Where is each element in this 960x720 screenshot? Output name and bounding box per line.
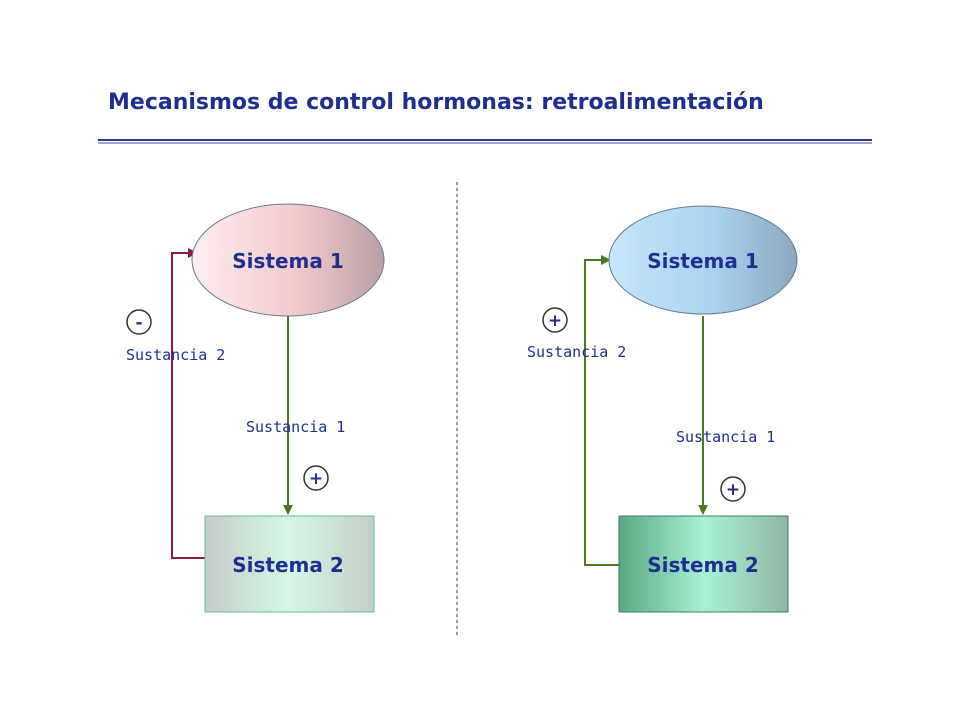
left-feedback-sign-circle	[126, 309, 152, 335]
right-panel: Sistema 1 Sistema 2 Sustancia 1 Sustanci…	[527, 205, 798, 613]
left-system1-label: Sistema 1	[232, 249, 344, 273]
right-substance1-label: Sustancia 1	[676, 428, 775, 446]
right-system2-node	[618, 515, 789, 613]
left-system1-node	[191, 203, 385, 317]
left-system2-label: Sistema 2	[232, 553, 344, 577]
right-feedback-sign: +	[548, 311, 562, 331]
right-system1-node	[608, 205, 798, 315]
page-title: Mecanismos de control hormonas: retroali…	[108, 90, 764, 115]
right-substance2-label: Sustancia 2	[527, 343, 626, 361]
right-forward-sign-circle	[720, 476, 746, 502]
right-system2-label: Sistema 2	[647, 553, 759, 577]
left-substance2-label: Sustancia 2	[126, 346, 225, 364]
right-feedback-arrow	[584, 255, 619, 566]
left-forward-sign: +	[309, 469, 323, 489]
right-feedback-sign-circle	[542, 307, 568, 333]
left-panel: Sistema 1 Sistema 2 Sustancia 1 Sustanci…	[126, 203, 385, 613]
left-feedback-arrow	[171, 248, 205, 559]
right-system1-label: Sistema 1	[647, 249, 759, 273]
left-substance1-label: Sustancia 1	[246, 418, 345, 436]
right-forward-sign: +	[726, 480, 740, 500]
left-feedback-sign: -	[135, 313, 142, 333]
left-forward-sign-circle	[303, 465, 329, 491]
left-system2-node	[204, 515, 375, 613]
